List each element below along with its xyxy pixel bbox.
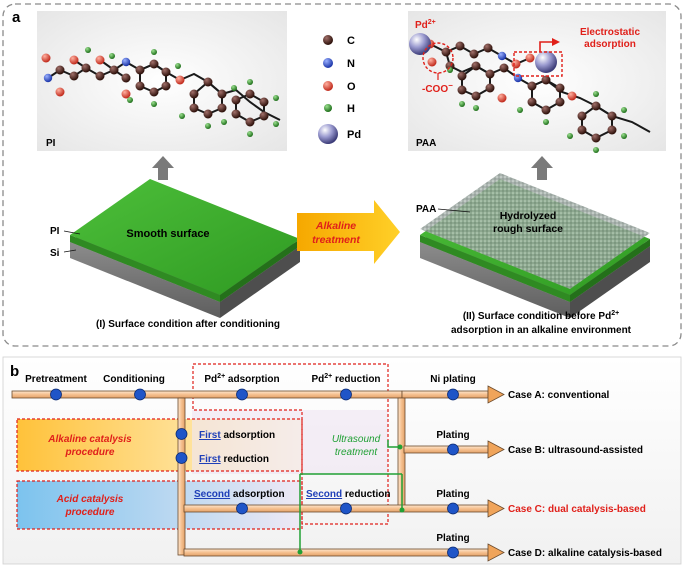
conditioning-label: Conditioning — [103, 374, 165, 385]
alkaline-label-line1: Alkaline — [315, 220, 356, 232]
pd-reduction-label: Pd2+ reduction — [311, 373, 380, 385]
atom-legend: C N O H Pd — [318, 35, 361, 144]
hydrolyzed-label-line2: rough surface — [493, 223, 563, 235]
node-pd-adsorption — [236, 388, 248, 401]
mol-right-label: PAA — [416, 138, 436, 149]
ultrasound-label-line1: Ultrasound — [332, 434, 381, 445]
node-pd-reduction — [340, 388, 352, 401]
process-nodes — [50, 388, 459, 559]
pd-dashed-box — [192, 363, 389, 525]
alkaline-procedure-line1: Alkaline catalysis — [47, 434, 132, 445]
pd-adsorption-label: Pd2+ adsorption — [204, 373, 279, 385]
layer-paa-label: PAA — [416, 204, 436, 215]
node-conditioning — [134, 388, 146, 401]
node-second-reduction — [340, 502, 352, 515]
case-b-label: Case B: ultrasound-assisted — [508, 445, 643, 456]
ultrasound-lines — [299, 440, 403, 552]
node-plating-d — [447, 546, 459, 559]
legend-n-label: N — [347, 58, 355, 70]
alkaline-label-line2: treatment — [312, 234, 360, 246]
plating-b-label: Plating — [436, 430, 469, 441]
legend-pd-label: Pd — [347, 129, 361, 141]
process-pipes — [11, 385, 505, 562]
layer-pi-label: PI — [50, 226, 60, 237]
legend-c-label: C — [347, 35, 355, 47]
up-arrow-right — [531, 156, 553, 180]
coo-label: -COO− — [422, 81, 453, 95]
legend-n-dot — [323, 58, 333, 68]
second-reduction-label: Second reduction — [306, 489, 390, 500]
ni-plating-label: Ni plating — [430, 374, 476, 385]
pretreatment-label: Pretreatment — [25, 374, 87, 385]
smooth-surface-label: Smooth surface — [126, 228, 209, 240]
acid-procedure-line2: procedure — [65, 507, 115, 518]
molecule-paa-image — [408, 11, 666, 153]
ultrasound-junction-d — [297, 549, 303, 555]
pd-ion-right — [535, 51, 557, 73]
plating-c-label: Plating — [436, 489, 469, 500]
legend-o-dot — [323, 81, 333, 91]
substrate-left — [70, 179, 300, 318]
coo-highlight-circle — [422, 42, 454, 74]
node-pretreatment — [50, 388, 62, 401]
case-d-label: Case D: alkaline catalysis-based — [508, 548, 662, 559]
first-adsorption-label: First adsorption — [199, 430, 275, 441]
ultrasound-junction-c — [399, 507, 405, 513]
legend-c-dot — [323, 35, 333, 45]
legend-h-label: H — [347, 103, 355, 115]
molecule-pi-image — [37, 11, 287, 151]
electrostatic-highlight-box — [513, 51, 563, 77]
panel-b-letter: b — [10, 363, 19, 380]
legend-h-dot — [324, 104, 332, 112]
acid-procedure-line1: Acid catalysis — [56, 494, 124, 505]
mol-left-label: PI — [46, 138, 56, 149]
alkaline-treatment-arrow — [297, 200, 400, 264]
pd-region-shade — [192, 410, 388, 474]
node-first-reduction — [175, 452, 188, 464]
caption-right-line1: (II) Surface condition before Pd2+ — [463, 310, 619, 322]
pd-ion-label: Pd2+ — [415, 19, 436, 31]
acid-dashed-box — [16, 480, 303, 530]
up-arrow-left — [152, 156, 174, 180]
case-c-label: Case C: dual catalysis-based — [508, 504, 646, 515]
ultrasound-label-line2: treatment — [335, 447, 378, 458]
hydrolyzed-label-line1: Hydrolyzed — [500, 210, 557, 222]
substrate-right — [420, 173, 650, 318]
first-reduction-label: First reduction — [199, 454, 269, 465]
legend-pd-dot — [318, 124, 338, 144]
node-second-adsorption — [236, 502, 248, 515]
node-plating-c — [447, 502, 459, 515]
electrostatic-arrow — [539, 41, 552, 52]
plating-d-label: Plating — [436, 533, 469, 544]
electrostatic-label-line1: Electrostatic — [580, 27, 640, 38]
alkaline-procedure-line2: procedure — [65, 447, 115, 458]
node-plating-b — [447, 443, 459, 456]
electrostatic-label-line2: adsorption — [584, 39, 636, 50]
case-a-label: Case A: conventional — [508, 390, 610, 401]
pd-ion-left — [409, 33, 431, 55]
ultrasound-junction-b — [397, 444, 403, 450]
node-ni-plating — [447, 388, 459, 401]
panel-a-letter: a — [12, 9, 21, 26]
legend-o-label: O — [347, 81, 356, 93]
node-first-adsorption — [175, 428, 188, 440]
caption-left: (I) Surface condition after conditioning — [96, 319, 280, 330]
layer-si-label: Si — [50, 248, 60, 259]
caption-right-line2: adsorption in an alkaline environment — [451, 325, 632, 336]
second-adsorption-label: Second adsorption — [194, 489, 285, 500]
